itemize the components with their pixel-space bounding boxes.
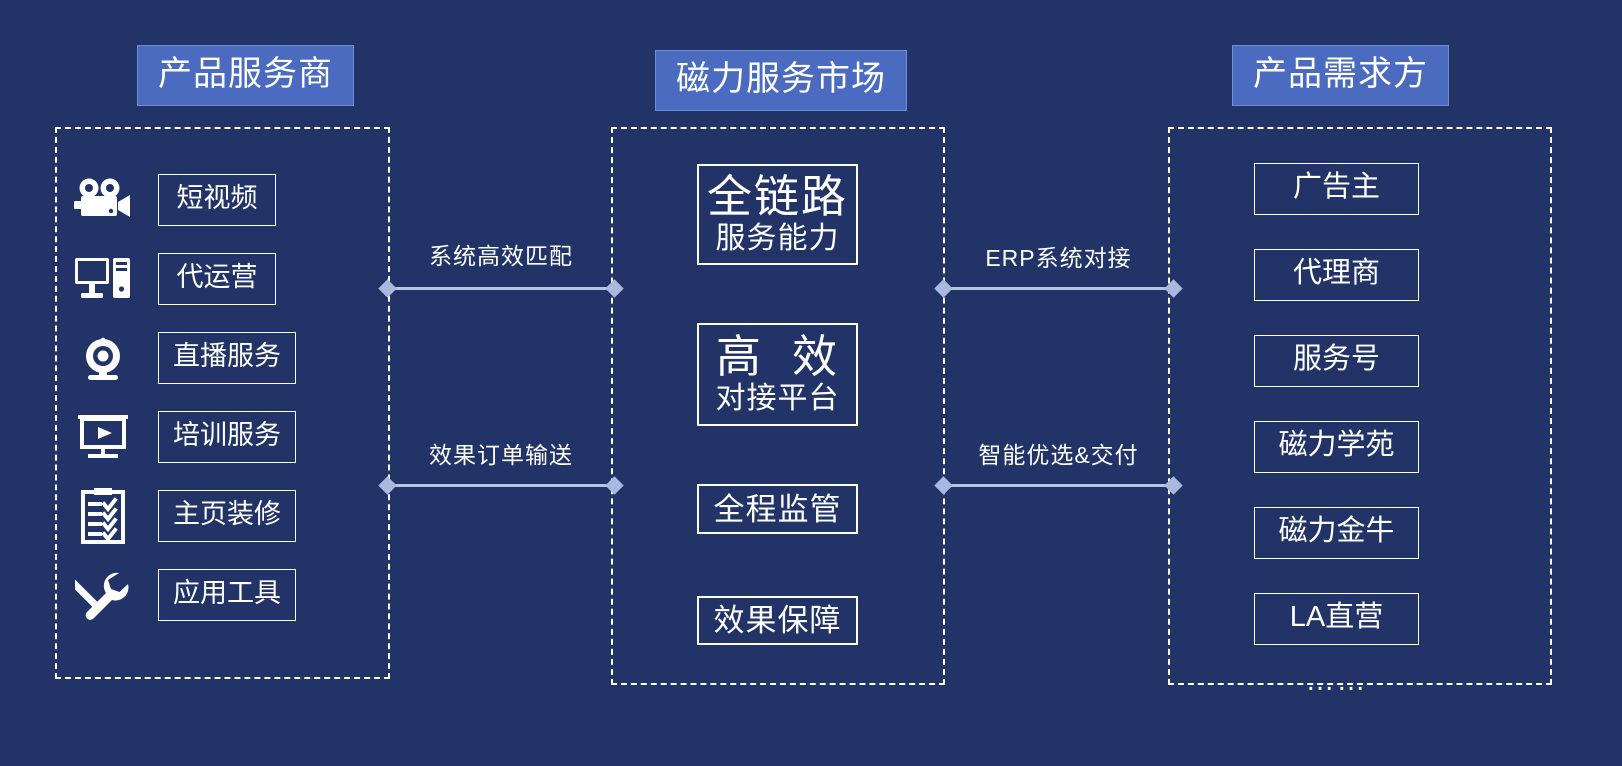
service-label-homepage-decoration: 主页装修 [158, 489, 296, 542]
service-list: 短视频 代运营 [72, 160, 382, 634]
connector-label-erp-integration: ERP系统对接 [985, 245, 1132, 271]
capability-title-effect-guarantee: 效果保障 [713, 603, 842, 638]
capability-box-full-supervision[interactable]: 全程监管 [697, 484, 858, 534]
service-row-training[interactable]: 培训服务 [72, 397, 382, 476]
panel-center [611, 127, 945, 685]
webcam-icon [72, 329, 134, 387]
connector-label-order-delivery: 效果订单输送 [429, 442, 573, 468]
movie-camera-icon [72, 171, 134, 229]
capability-title-high-efficiency: 高 效 [715, 331, 839, 383]
connector-label-system-matching: 系统高效匹配 [429, 243, 573, 269]
checklist-clipboard-icon [72, 487, 134, 545]
column-title-product-demander: 产品需求方 [1232, 45, 1449, 106]
demand-box-service-account[interactable]: 服务号 [1254, 335, 1419, 387]
service-label-application-tools: 应用工具 [158, 568, 296, 621]
demand-box-agency[interactable]: 代理商 [1254, 249, 1419, 301]
service-label-training: 培训服务 [158, 410, 296, 463]
service-row-application-tools[interactable]: 应用工具 [72, 555, 382, 634]
capability-subtitle-full-chain: 服务能力 [715, 222, 840, 255]
panel-left [55, 127, 390, 679]
service-label-short-video: 短视频 [158, 173, 276, 226]
service-label-agency-operation: 代运营 [158, 252, 276, 305]
connector-line [387, 287, 615, 290]
panel-right [1168, 127, 1552, 685]
capability-box-high-efficiency[interactable]: 高 效 对接平台 [697, 323, 858, 426]
presentation-play-icon [72, 408, 134, 466]
demand-box-magnetic-taurus[interactable]: 磁力金牛 [1254, 507, 1419, 559]
column-title-magnetic-service-market: 磁力服务市场 [655, 50, 907, 111]
demand-box-advertiser[interactable]: 广告主 [1254, 163, 1419, 215]
demand-box-la-direct[interactable]: LA直营 [1254, 593, 1419, 645]
demand-box-magnetic-academy[interactable]: 磁力学苑 [1254, 421, 1419, 473]
service-label-live-streaming: 直播服务 [158, 331, 296, 384]
demand-list: 广告主 代理商 服务号 磁力学苑 磁力金牛 LA直营 …… [1254, 163, 1419, 696]
desktop-computer-icon [72, 250, 134, 308]
connector-line [387, 484, 615, 487]
capability-title-full-chain: 全链路 [706, 171, 848, 223]
service-row-homepage-decoration[interactable]: 主页装修 [72, 476, 382, 555]
connector-line [943, 287, 1174, 290]
demand-list-ellipsis: …… [1305, 665, 1368, 697]
connector-label-smart-selection-delivery: 智能优选&交付 [978, 442, 1139, 468]
column-title-product-service-provider: 产品服务商 [137, 45, 354, 106]
capability-subtitle-high-efficiency: 对接平台 [715, 382, 840, 415]
capability-box-full-chain[interactable]: 全链路 服务能力 [697, 164, 858, 265]
capability-box-effect-guarantee[interactable]: 效果保障 [697, 596, 858, 645]
connector-line [943, 484, 1174, 487]
service-row-live-streaming[interactable]: 直播服务 [72, 318, 382, 397]
service-row-agency-operation[interactable]: 代运营 [72, 239, 382, 318]
service-row-short-video[interactable]: 短视频 [72, 160, 382, 239]
wrench-screwdriver-icon [72, 566, 134, 624]
capability-title-full-supervision: 全程监管 [713, 491, 842, 527]
